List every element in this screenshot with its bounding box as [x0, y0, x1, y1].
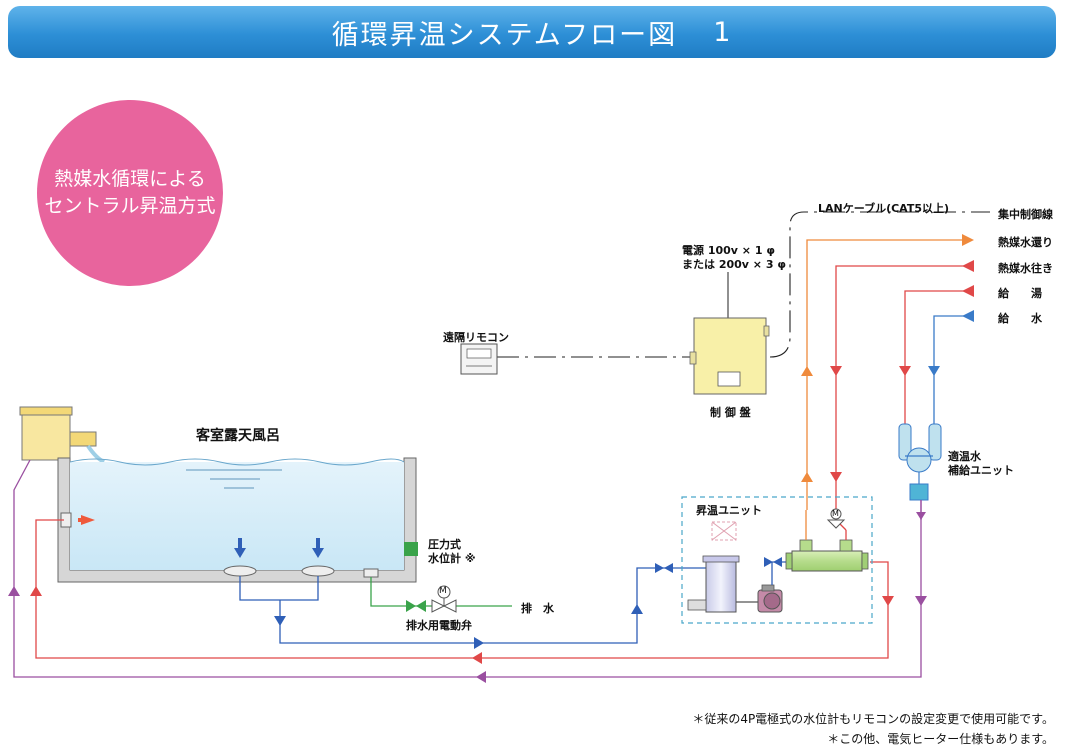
hot-water-label: 給 湯: [998, 287, 1042, 300]
control-panel: [689, 317, 770, 395]
drain-check-valve: [406, 600, 416, 612]
drain-label: 排 水: [521, 602, 554, 615]
flow-arrows: [8, 234, 974, 683]
power-label-1: 電源 100v × 1 φ: [682, 244, 775, 257]
cold-water-label: 給 水: [998, 312, 1042, 325]
pool: [57, 457, 417, 583]
heat-exchanger: [785, 510, 869, 572]
heating-unit-box: [681, 496, 873, 624]
drain-motor-symbol: M: [439, 586, 447, 596]
central-control-label: 集中制御線: [998, 208, 1053, 221]
footnote-2: ＊この他、電気ヒーター仕様もあります。: [827, 732, 1054, 746]
title-bar: 循環昇温システムフロー図 1: [8, 6, 1056, 58]
pressure-gauge: [404, 542, 418, 556]
drain-motor-valve: [431, 585, 457, 613]
heating-motor-symbol: M: [832, 509, 839, 518]
footnote-1: ＊従来の4P電極式の水位計もリモコンの設定変更で使用可能です。: [692, 712, 1054, 726]
circulation-pump: [736, 561, 792, 613]
badge-line-1: 熱媒水循環による: [54, 168, 206, 190]
fuse-mark: [711, 521, 737, 541]
drain-valve-label: 排水用電動弁: [406, 619, 472, 632]
remote-control: [460, 343, 498, 375]
control-panel-label: 制 御 盤: [710, 406, 751, 419]
overflow-tank: [19, 406, 105, 464]
pressure-gauge-label-2: 水位計 ※: [428, 552, 476, 565]
pressure-gauge-label: 圧力式: [428, 538, 461, 551]
mixing-unit-label-2: 補給ユニット: [948, 464, 1014, 477]
page-title: 循環昇温システムフロー図: [331, 19, 678, 51]
system-badge: 熱媒水循環による セントラル昇温方式: [37, 100, 223, 286]
pool-label: 客室露天風呂: [196, 428, 280, 444]
remote-label: 遠隔リモコン: [443, 331, 509, 344]
mixing-unit: [898, 423, 942, 520]
page-title-number: 1: [713, 16, 733, 48]
blue-valve-2: [764, 557, 782, 567]
filter-tank: [687, 555, 740, 613]
power-label-2: または 200v × 3 φ: [682, 258, 786, 271]
supply-label: 熱媒水往き: [998, 262, 1053, 275]
return-label: 熱媒水還り: [998, 236, 1053, 249]
badge-line-2: セントラル昇温方式: [44, 195, 216, 217]
mixing-unit-label-1: 適温水: [948, 450, 981, 463]
motor-valve-heating: [826, 508, 846, 529]
lan-label: LANケーブル(CAT5以上): [818, 202, 950, 215]
blue-valve-1: [655, 563, 673, 573]
heating-unit-label: 昇温ユニット: [696, 504, 762, 517]
